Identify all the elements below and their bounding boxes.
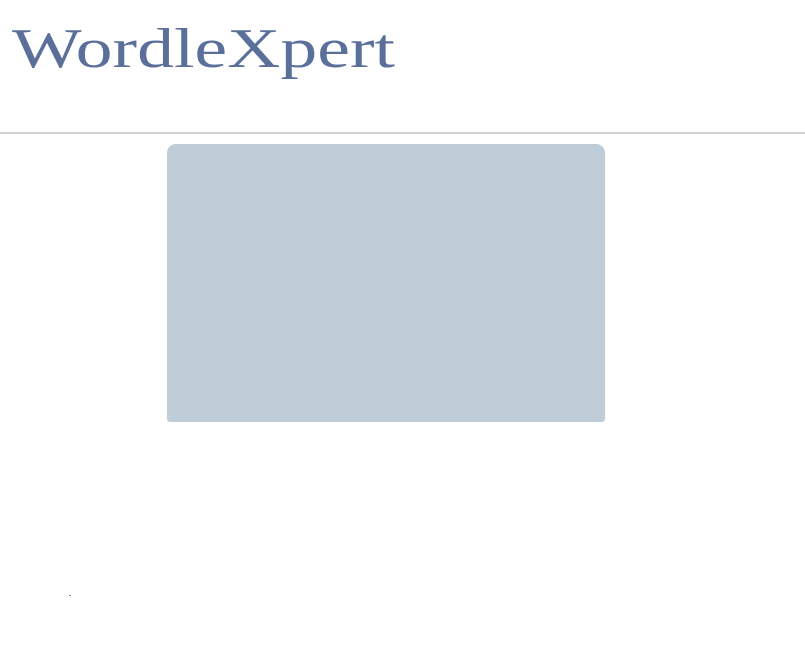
site-header: WordleXpert: [0, 0, 805, 133]
header-divider: [0, 132, 805, 134]
wordlexpert-logo[interactable]: WordleXpert: [12, 10, 402, 80]
logo-text: WordleXpert: [12, 18, 396, 80]
small-mark: [69, 595, 71, 596]
media-placeholder: [167, 144, 605, 422]
